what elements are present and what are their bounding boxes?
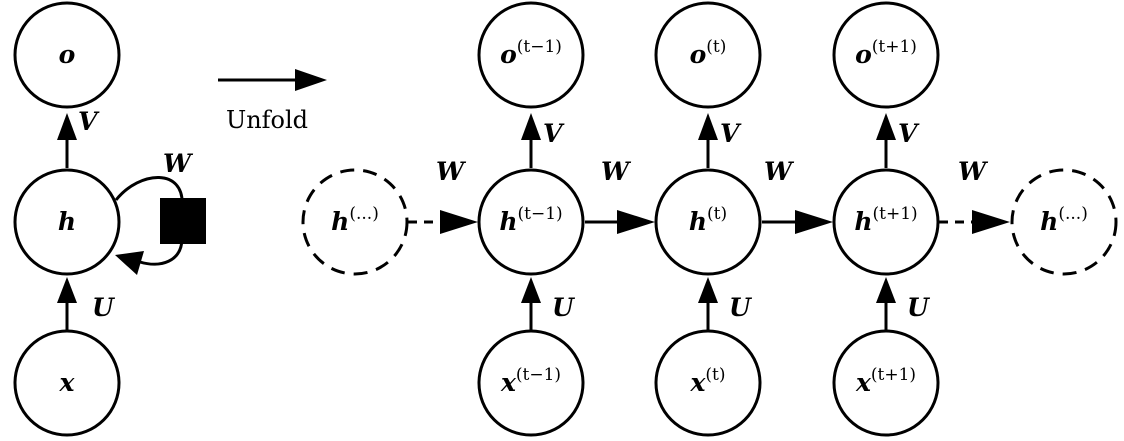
input-node-folded xyxy=(13,329,121,437)
hidden-label: h(t−1) xyxy=(499,204,562,236)
input-label-folded: x xyxy=(59,368,76,397)
time-step-t: o(t) h(t) x(t) V U xyxy=(654,1,762,437)
u-weight-label: U xyxy=(729,293,753,322)
output-label: o(t) xyxy=(690,37,727,69)
input-label: x(t−1) xyxy=(500,365,561,397)
w-arrowhead-2 xyxy=(795,210,833,234)
output-label: o(t−1) xyxy=(500,37,562,69)
w-label-1: W xyxy=(601,157,632,186)
output-node-folded xyxy=(13,1,121,109)
hidden-label: h(t) xyxy=(689,204,727,236)
hidden-label-future: h(...) xyxy=(1040,204,1088,236)
u-weight-label-folded: U xyxy=(92,293,116,322)
unfold-arrowhead xyxy=(295,69,327,91)
output-label: o(t+1) xyxy=(855,37,917,69)
v-arrowhead xyxy=(521,113,541,140)
v-weight-label: V xyxy=(543,119,565,148)
output-node xyxy=(477,1,585,109)
output-label-folded: o xyxy=(59,40,76,69)
w-arrowhead-1 xyxy=(617,210,655,234)
u-weight-label: U xyxy=(907,293,931,322)
recurrent-arrowhead xyxy=(115,251,144,275)
folded-rnn: o h x V U W xyxy=(13,1,206,437)
time-step-t-minus-1: o(t−1) h(t−1) x(t−1) V U xyxy=(477,1,585,437)
input-label: x(t) xyxy=(689,365,725,397)
u-arrowhead xyxy=(876,277,896,303)
unfolded-rnn: W W W W h(...) h(...) o(t−1) h(t−1) x(t−… xyxy=(301,1,1118,437)
hidden-node xyxy=(654,168,762,276)
output-node xyxy=(832,1,940,109)
time-delay-square xyxy=(160,198,206,244)
hidden-node-future xyxy=(1010,168,1118,276)
u-weight-label: U xyxy=(552,293,576,322)
hidden-node-past xyxy=(301,168,409,276)
hidden-node-folded xyxy=(13,168,121,276)
w-arrowhead-3 xyxy=(972,210,1010,234)
w-label-3: W xyxy=(958,157,989,186)
v-weight-label-folded: V xyxy=(78,107,100,136)
recurrent-loop xyxy=(114,176,184,266)
hidden-node xyxy=(477,168,585,276)
w-label-2: W xyxy=(764,157,795,186)
v-arrowhead-folded xyxy=(57,113,77,140)
time-step-t-plus-1: o(t+1) h(t+1) x(t+1) V U xyxy=(832,1,940,437)
w-label-0: W xyxy=(436,157,467,186)
hidden-label-past: h(...) xyxy=(331,204,379,236)
hidden-label-folded: h xyxy=(58,207,76,236)
u-arrowhead xyxy=(698,277,718,303)
input-node xyxy=(832,329,940,437)
hidden-label: h(t+1) xyxy=(854,204,917,236)
input-node xyxy=(477,329,585,437)
v-arrowhead xyxy=(698,113,718,140)
w-weight-label-folded: W xyxy=(163,149,194,178)
v-weight-label: V xyxy=(898,119,920,148)
hidden-node xyxy=(832,168,940,276)
v-arrowhead xyxy=(876,113,896,140)
input-label: x(t+1) xyxy=(855,365,916,397)
input-node xyxy=(654,329,762,437)
v-weight-label: V xyxy=(720,119,742,148)
unfold-label: Unfold xyxy=(226,106,308,134)
w-arrowhead-0 xyxy=(440,210,478,234)
u-arrowhead xyxy=(521,277,541,303)
output-node xyxy=(654,1,762,109)
unfold-arrow-group: Unfold xyxy=(218,69,327,134)
u-arrowhead-folded xyxy=(57,277,77,303)
